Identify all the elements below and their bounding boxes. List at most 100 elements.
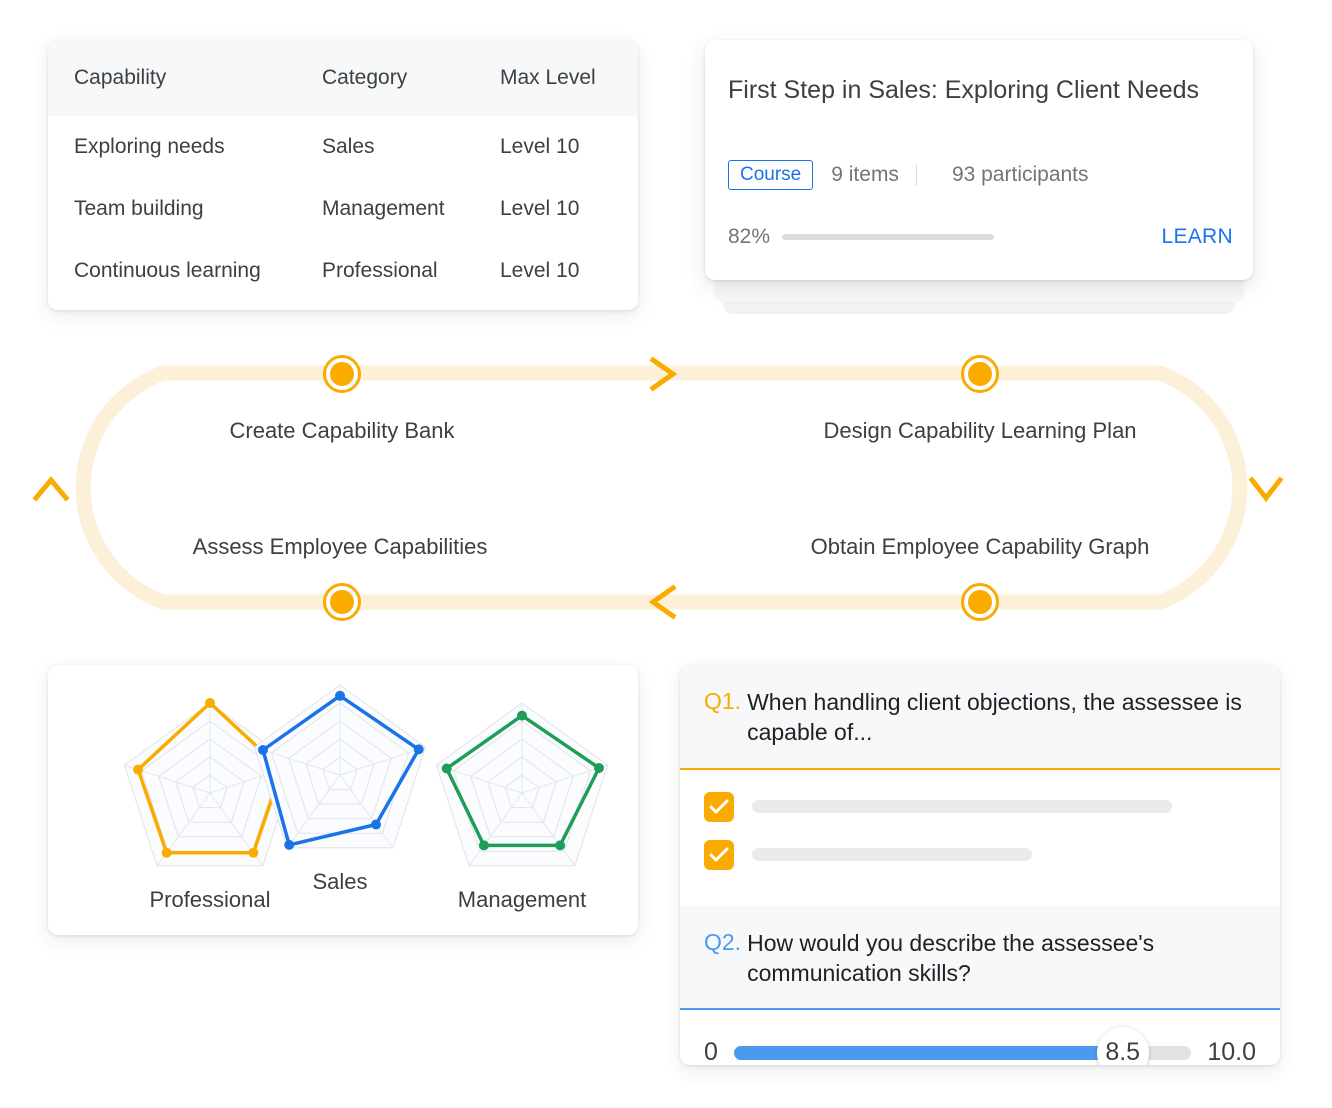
radar-data-point xyxy=(205,698,215,708)
radar-grid-ring xyxy=(322,756,358,791)
radar-charts-container: Professional Sales Management xyxy=(48,665,638,935)
radar-chart-sales xyxy=(253,684,427,850)
radar-axis-line xyxy=(521,792,576,867)
cycle-track-path xyxy=(75,365,1248,610)
question-2-slider-row: 0 8.5 10.0 xyxy=(680,1010,1280,1065)
radar-grid-ring xyxy=(487,756,557,823)
arrow-down-icon xyxy=(1248,476,1284,503)
cell-category: Professional xyxy=(322,259,438,282)
radar-grid-ring xyxy=(158,738,262,838)
option-placeholder-bar xyxy=(752,848,1032,862)
radar-axis-line xyxy=(254,746,341,776)
question-1-header: Q1. When handling client objections, the… xyxy=(680,665,1280,770)
radar-grid-ring xyxy=(305,738,375,805)
radar-data-point xyxy=(284,839,295,850)
capability-table-card: Capability Category Max Level Exploring … xyxy=(48,40,638,310)
assessment-question-panel: Q1. When handling client objections, the… xyxy=(680,665,1280,1065)
radar-data-point xyxy=(413,744,424,755)
capability-cycle-diagram: Create Capability Bank Design Capability… xyxy=(0,332,1332,642)
radar-axis-line xyxy=(286,774,341,849)
cycle-node-design-learning-plan[interactable] xyxy=(961,355,999,393)
progress-bar-track xyxy=(782,234,995,240)
radar-data-point xyxy=(594,763,604,773)
cycle-label-assess-capabilities: Assess Employee Capabilities xyxy=(192,534,488,559)
table-row[interactable]: Exploring needs Sales Level 10 xyxy=(48,116,638,178)
radar-data-point xyxy=(133,764,144,775)
course-card[interactable]: First Step in Sales: Exploring Client Ne… xyxy=(705,40,1253,280)
cycle-label-obtain-capability-graph: Obtain Employee Capability Graph xyxy=(810,534,1150,559)
cycle-node-assess-capabilities[interactable] xyxy=(323,583,361,621)
course-meta-row: Course 9 items 93 participants xyxy=(728,160,1089,190)
slider-knob[interactable]: 8.5 xyxy=(1096,1026,1149,1065)
capability-radar-card: Professional Sales Management xyxy=(48,665,638,935)
question-2-header: Q2. How would you describe the assessee'… xyxy=(680,905,1280,1011)
radar-data-point xyxy=(555,840,566,851)
radar-charts-svg xyxy=(123,684,609,867)
radar-grid-ring xyxy=(470,738,574,838)
course-items-count: 9 items xyxy=(831,163,899,186)
question-2-text: How would you describe the assessee's co… xyxy=(747,929,1155,987)
meta-divider xyxy=(915,164,917,186)
column-header-max-level: Max Level xyxy=(500,66,596,89)
slider-track[interactable]: 8.5 xyxy=(733,1026,1192,1065)
cell-max-level: Level 10 xyxy=(500,197,580,220)
radar-axis-line xyxy=(339,746,426,776)
cycle-node-obtain-capability-graph[interactable] xyxy=(961,583,999,621)
option-row[interactable] xyxy=(704,791,1256,822)
course-participants-count: 93 participants xyxy=(951,163,1089,186)
checkbox-checked-icon[interactable] xyxy=(704,791,734,822)
radar-data-point xyxy=(335,690,345,701)
slider-fill xyxy=(733,1045,1123,1060)
radar-data-point xyxy=(248,847,259,858)
slider-max-label: 10.0 xyxy=(1207,1038,1256,1065)
course-type-badge: Course xyxy=(728,160,814,190)
radar-grid-ring xyxy=(504,774,540,809)
course-title: First Step in Sales: Exploring Client Ne… xyxy=(728,76,1200,104)
radar-axis-line xyxy=(339,774,394,849)
cycle-track-svg xyxy=(32,356,1284,620)
cell-capability: Team building xyxy=(74,197,204,220)
cell-max-level: Level 10 xyxy=(500,135,580,158)
option-placeholder-bar xyxy=(752,800,1172,814)
radar-grid-ring xyxy=(175,756,245,823)
radar-title-management: Management xyxy=(457,887,587,912)
column-header-category: Category xyxy=(322,66,408,89)
arrow-left-icon xyxy=(648,584,677,620)
radar-data-point xyxy=(161,847,172,858)
learn-button[interactable]: LEARN xyxy=(1161,225,1233,248)
option-row[interactable] xyxy=(704,839,1256,870)
table-header-row: Capability Category Max Level xyxy=(48,40,638,116)
radar-title-sales: Sales xyxy=(312,869,368,894)
radar-grid-ring xyxy=(192,774,228,809)
radar-title-professional: Professional xyxy=(149,887,271,912)
table-body: Exploring needs Sales Level 10 Team buil… xyxy=(48,116,638,302)
cell-capability: Continuous learning xyxy=(74,259,261,282)
question-2-number: Q2. xyxy=(704,928,742,955)
table-row[interactable]: Continuous learning Professional Level 1… xyxy=(48,240,638,302)
cell-category: Sales xyxy=(322,135,375,158)
arrow-up-icon xyxy=(32,476,70,502)
radar-chart-management xyxy=(435,702,609,867)
question-1-text: When handling client objections, the ass… xyxy=(747,689,1242,746)
capability-table: Capability Category Max Level Exploring … xyxy=(48,40,638,302)
radar-data-point xyxy=(478,840,489,851)
radar-grid-ring xyxy=(288,720,392,820)
question-1-options xyxy=(680,769,1280,906)
checkbox-checked-icon[interactable] xyxy=(704,839,734,870)
radar-data-point xyxy=(371,819,381,830)
table-row[interactable]: Team building Management Level 10 xyxy=(48,178,638,240)
column-header-capability: Capability xyxy=(74,66,167,89)
radar-data-point xyxy=(517,710,527,721)
course-progress-row: 82% LEARN xyxy=(728,225,1233,249)
progress-percent-label: 82% xyxy=(728,225,771,248)
cell-category: Management xyxy=(322,197,445,220)
radar-series-polygon xyxy=(261,694,421,847)
radar-axis-line xyxy=(521,764,608,794)
cycle-node-create-capability-bank[interactable] xyxy=(323,355,361,393)
slider-min-label: 0 xyxy=(704,1038,718,1065)
cell-max-level: Level 10 xyxy=(500,259,580,282)
table-header: Capability Category Max Level xyxy=(48,40,638,116)
question-1-number: Q1. xyxy=(704,688,742,714)
radar-series-polygon xyxy=(444,713,601,848)
